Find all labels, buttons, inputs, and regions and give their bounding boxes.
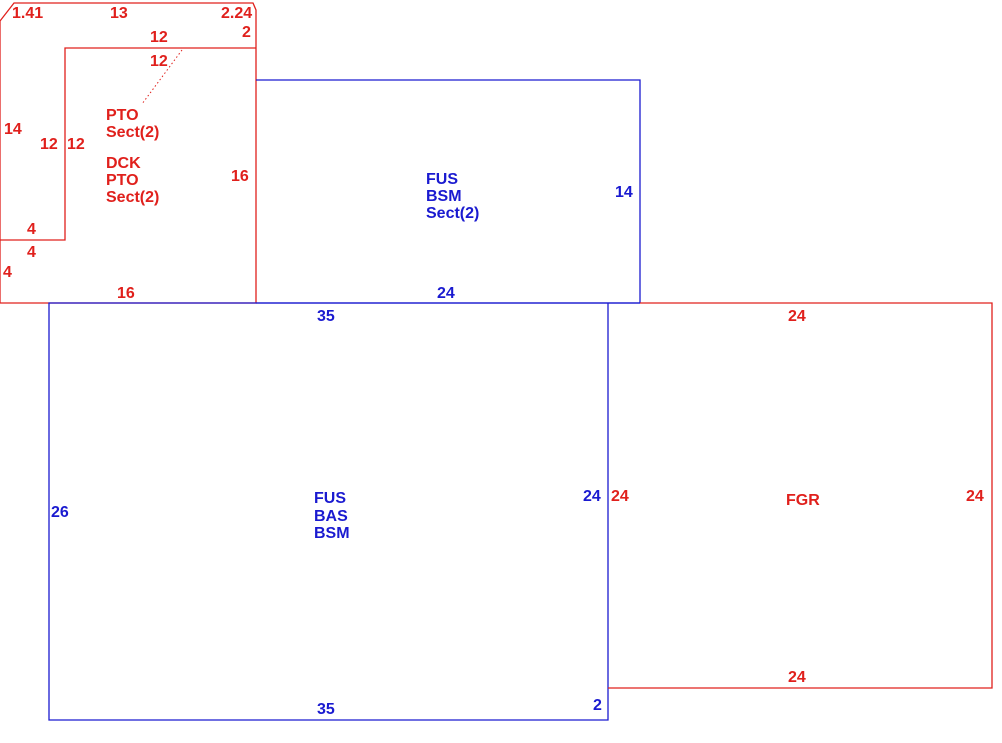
main-house-code1: FUS <box>314 490 346 507</box>
dim-porch-inner-left-a: 12 <box>40 136 58 153</box>
dim-porch-inner-left-b: 12 <box>67 136 85 153</box>
dim-garage-right: 24 <box>966 488 984 505</box>
dim-main-left: 26 <box>51 504 69 521</box>
dim-porch-inner-top-b: 12 <box>150 53 168 70</box>
dim-porch-left-lower: 4 <box>3 264 12 281</box>
dim-porch-bottom: 16 <box>117 285 135 302</box>
dim-main-right: 24 <box>583 488 601 505</box>
dim-porch-top: 13 <box>110 5 128 22</box>
dim-porch-inner-bottom-a: 4 <box>27 221 36 238</box>
dim-main-offset: 2 <box>593 697 602 714</box>
dim-garage-top: 24 <box>788 308 806 325</box>
main-house-code2: BAS <box>314 508 348 525</box>
upper-basement-outline <box>256 79 641 303</box>
porch-lower-code2: PTO <box>106 172 139 189</box>
porch-deck-outline <box>0 2 257 304</box>
porch-outer-outline <box>0 2 257 304</box>
dim-porch-inner-bottom-b: 4 <box>27 244 36 261</box>
upper-basement-code1: FUS <box>426 171 458 188</box>
dim-porch-diag-left: 1.41 <box>12 5 43 22</box>
dim-porch-left-outer: 14 <box>4 121 22 138</box>
porch-lower-code3: Sect(2) <box>106 189 159 206</box>
dim-porch-inner-top-a: 12 <box>150 29 168 46</box>
porch-upper-code1: PTO <box>106 107 139 124</box>
main-house-code3: BSM <box>314 525 350 542</box>
dim-porch-right-step: 2 <box>242 24 251 41</box>
garage-outline <box>608 302 993 689</box>
upper-basement-code3: Sect(2) <box>426 205 479 222</box>
dim-main-bottom: 35 <box>317 701 335 718</box>
dim-garage-left: 24 <box>611 488 629 505</box>
dim-upper-bottom: 24 <box>437 285 455 302</box>
upper-basement-code2: BSM <box>426 188 462 205</box>
garage-code: FGR <box>786 492 820 509</box>
dim-upper-right: 14 <box>615 184 633 201</box>
porch-dotted-divider <box>141 49 183 105</box>
dim-garage-bottom: 24 <box>788 669 806 686</box>
dim-porch-diag-right: 2.24 <box>221 5 252 22</box>
porch-upper-code2: Sect(2) <box>106 124 159 141</box>
dim-main-top: 35 <box>317 308 335 325</box>
porch-inner-line <box>0 47 256 241</box>
porch-lower-code1: DCK <box>106 155 141 172</box>
dim-porch-right-side: 16 <box>231 168 249 185</box>
